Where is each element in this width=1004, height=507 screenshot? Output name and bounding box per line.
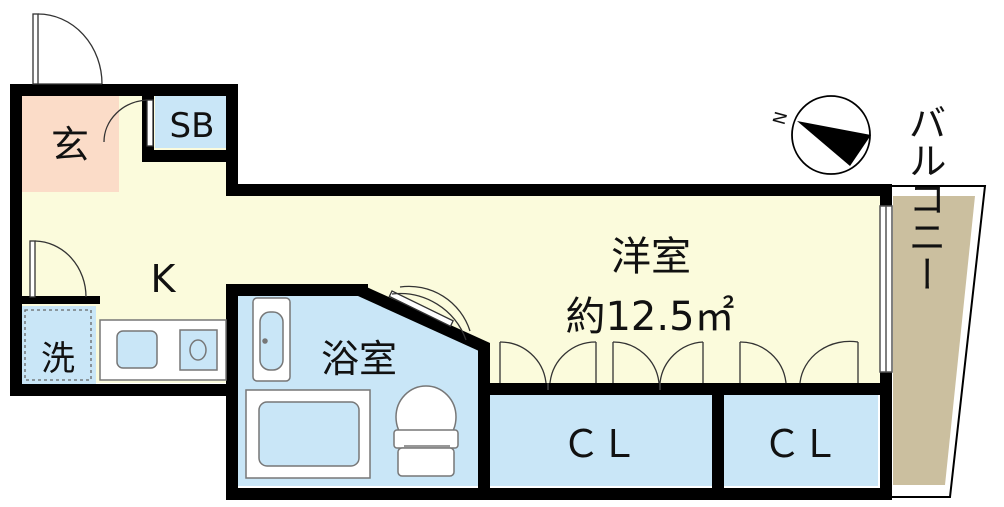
toilet xyxy=(393,385,459,477)
laundry-fill xyxy=(20,306,96,384)
balcony-fill xyxy=(893,196,975,485)
label-balcony: バルコニー xyxy=(902,103,946,293)
bathroom-door xyxy=(388,285,471,341)
label-kitchen: K xyxy=(151,257,177,301)
compass-needle xyxy=(797,121,871,166)
label-closet-1: ＣＬ xyxy=(562,422,638,466)
balcony-window xyxy=(879,205,893,373)
bathtub xyxy=(245,389,371,479)
label-laundry: 洗 xyxy=(41,339,75,379)
closet-1-fill xyxy=(490,395,715,486)
kitchen-counter xyxy=(99,319,227,381)
label-western-room: 洋室 xyxy=(611,234,691,280)
label-shoe-box: SB xyxy=(170,106,215,146)
wash-basin xyxy=(252,297,291,382)
closet-2-fill xyxy=(723,395,878,486)
label-bathroom: 浴室 xyxy=(321,337,397,381)
laundry-space xyxy=(24,309,92,381)
genkan-fill xyxy=(22,94,119,192)
main-room-fill xyxy=(22,92,880,383)
shoe-box-fill xyxy=(155,94,230,148)
label-closet-2: ＣＬ xyxy=(763,422,839,466)
shoe-box-door xyxy=(103,99,154,147)
laundry-door xyxy=(29,240,87,298)
closet-2-doors xyxy=(739,340,859,384)
label-western-room-area: 約12.5㎡ xyxy=(565,294,734,340)
entrance-door xyxy=(32,13,103,85)
closet-1-doors xyxy=(499,341,704,390)
balcony-rail xyxy=(892,185,987,498)
north-compass: N xyxy=(770,95,871,175)
label-genkan: 玄 xyxy=(51,123,89,167)
compass-north-label: N xyxy=(770,110,793,127)
walls xyxy=(10,84,892,500)
